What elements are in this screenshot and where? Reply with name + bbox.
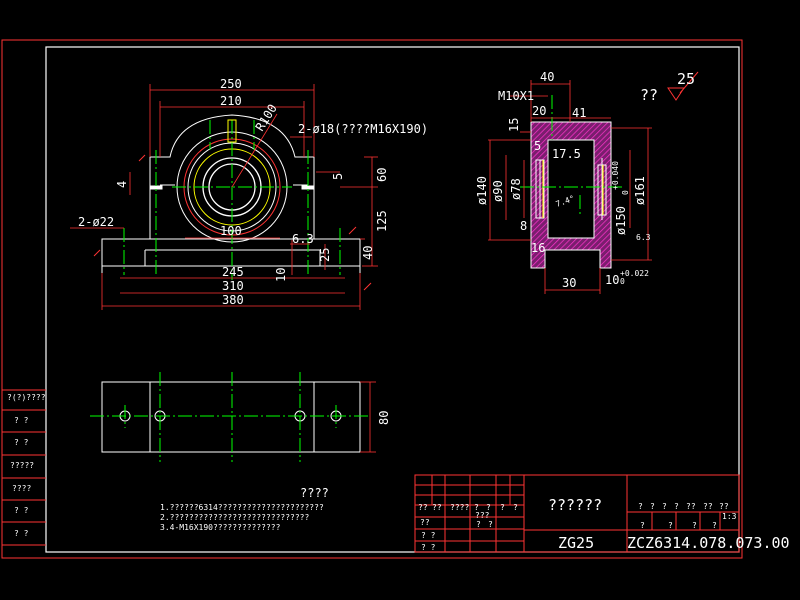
dim-6-3-section: 6.3 bbox=[636, 233, 651, 242]
dim-r100: R100 bbox=[253, 102, 280, 134]
dim-dia150-tol-lower: 0 bbox=[621, 190, 630, 195]
inner-border bbox=[45, 46, 740, 553]
section-view bbox=[488, 80, 652, 294]
drawing-number: ZCZ6314.078.073.00 bbox=[627, 534, 790, 552]
side-strip-cell-5: ? ? bbox=[14, 506, 29, 515]
dim-8: 8 bbox=[520, 219, 527, 233]
dim-20: 20 bbox=[532, 104, 546, 118]
notes-heading: ???? bbox=[300, 486, 329, 500]
title-cell-r1-2: ? bbox=[662, 502, 667, 511]
title-cell-r1-3: ? bbox=[674, 502, 679, 511]
title-left-cell-1: ?? bbox=[432, 503, 442, 512]
surface-finish-mark: ?? bbox=[640, 86, 658, 104]
title-left-cell-5: ? bbox=[500, 503, 505, 512]
title-left-cell-4: ? bbox=[486, 503, 491, 512]
dim-hole22: 2-ø22 bbox=[78, 215, 114, 229]
title-cell-r1-0: ? bbox=[638, 502, 643, 511]
side-strip bbox=[2, 389, 46, 546]
dim-holes-callout: 2-ø18(????M16X190) bbox=[298, 122, 428, 136]
title-left-cell-6: ? bbox=[513, 503, 518, 512]
outer-border bbox=[1, 39, 743, 559]
surface-finish-value: 25 bbox=[677, 70, 695, 88]
title-cell-r1-5: ?? bbox=[703, 502, 713, 511]
dim-15: 15 bbox=[507, 118, 521, 132]
dim-17-5: 17.5 bbox=[552, 147, 581, 161]
title-cell-r1-6: ?? bbox=[719, 502, 729, 511]
title-cell-r1-1: ? bbox=[650, 502, 655, 511]
dim-10-section: 10 bbox=[605, 273, 619, 287]
side-strip-cell-4: ???? bbox=[12, 484, 31, 493]
title-cell-r1-4: ?? bbox=[686, 502, 696, 511]
dim-41: 41 bbox=[572, 106, 586, 120]
dim-380: 380 bbox=[222, 293, 244, 307]
side-strip-cell-2: ? ? bbox=[14, 438, 29, 447]
dim-5-section: 5 bbox=[534, 139, 541, 153]
side-strip-cell-1: ? ? bbox=[14, 416, 29, 425]
dim-dia161: ø161 bbox=[633, 176, 647, 205]
note-line-2: 2.????????????????????????????? bbox=[160, 513, 309, 522]
title-left-cell-11: ? ? bbox=[421, 531, 436, 540]
surface-finish-symbol bbox=[667, 71, 699, 101]
scale-mark: 1:3 bbox=[722, 512, 737, 521]
title-left-cell-12: ? ? bbox=[421, 543, 436, 552]
dim-6-3: 6.3 bbox=[292, 232, 314, 246]
material: ZG25 bbox=[558, 534, 594, 552]
dim-10-tol: +0.022 bbox=[620, 269, 649, 278]
dim-angle: 7.4° bbox=[555, 194, 576, 209]
note-line-1: 1.??????6314?????????????????????? bbox=[160, 503, 324, 512]
title-cell-r2-0: ? bbox=[640, 521, 645, 530]
dim-125: 125 bbox=[375, 210, 389, 232]
plan-view bbox=[90, 372, 376, 462]
dim-210: 210 bbox=[220, 94, 242, 108]
title-cell-r2-3: ? bbox=[712, 521, 717, 530]
dim-100: 100 bbox=[220, 224, 242, 238]
dim-245: 245 bbox=[222, 265, 244, 279]
front-view bbox=[70, 84, 378, 310]
dim-dia90: ø90 bbox=[491, 180, 505, 202]
dim-25: 25 bbox=[318, 248, 332, 262]
note-line-3: 3.4-M16X190?????????????? bbox=[160, 523, 281, 532]
title-left-cell-7: ?? bbox=[420, 518, 430, 527]
title-left-cell-9: ? bbox=[476, 520, 481, 529]
title-left-cell-10: ? bbox=[488, 520, 493, 529]
dim-5: 5 bbox=[331, 173, 345, 180]
side-strip-cell-0: ?(?)???? bbox=[7, 393, 46, 402]
dim-10-tol-lower: 0 bbox=[620, 277, 625, 286]
title-left-cell-3: ? bbox=[474, 503, 479, 512]
title-left-cell-8: ??? bbox=[475, 511, 490, 520]
title-cell-r2-1: ? bbox=[668, 521, 673, 530]
side-strip-cell-6: ? ? bbox=[14, 529, 29, 538]
dim-30: 30 bbox=[562, 276, 576, 290]
dim-10: 10 bbox=[274, 268, 288, 282]
dim-dia78: ø78 bbox=[509, 178, 523, 200]
dim-40-section: 40 bbox=[540, 70, 554, 84]
title-cell-r2-2: ? bbox=[692, 521, 697, 530]
side-strip-cell-3: ????? bbox=[10, 461, 34, 470]
dim-dia150: ø150 bbox=[614, 206, 628, 235]
dim-thread: M10X1 bbox=[498, 89, 534, 103]
dim-310: 310 bbox=[222, 279, 244, 293]
part-name: ?????? bbox=[548, 496, 602, 514]
dim-16: 16 bbox=[531, 241, 545, 255]
title-block bbox=[414, 474, 740, 553]
dim-250: 250 bbox=[220, 77, 242, 91]
title-left-cell-2: ???? bbox=[450, 503, 469, 512]
dim-dia150-tol: +0.040 bbox=[611, 161, 620, 190]
dim-80: 80 bbox=[377, 411, 391, 425]
title-left-cell-0: ?? bbox=[418, 503, 428, 512]
dim-40: 40 bbox=[361, 246, 375, 260]
dim-60: 60 bbox=[375, 168, 389, 182]
dim-dia140: ø140 bbox=[475, 176, 489, 205]
dim-4: 4 bbox=[115, 181, 129, 188]
